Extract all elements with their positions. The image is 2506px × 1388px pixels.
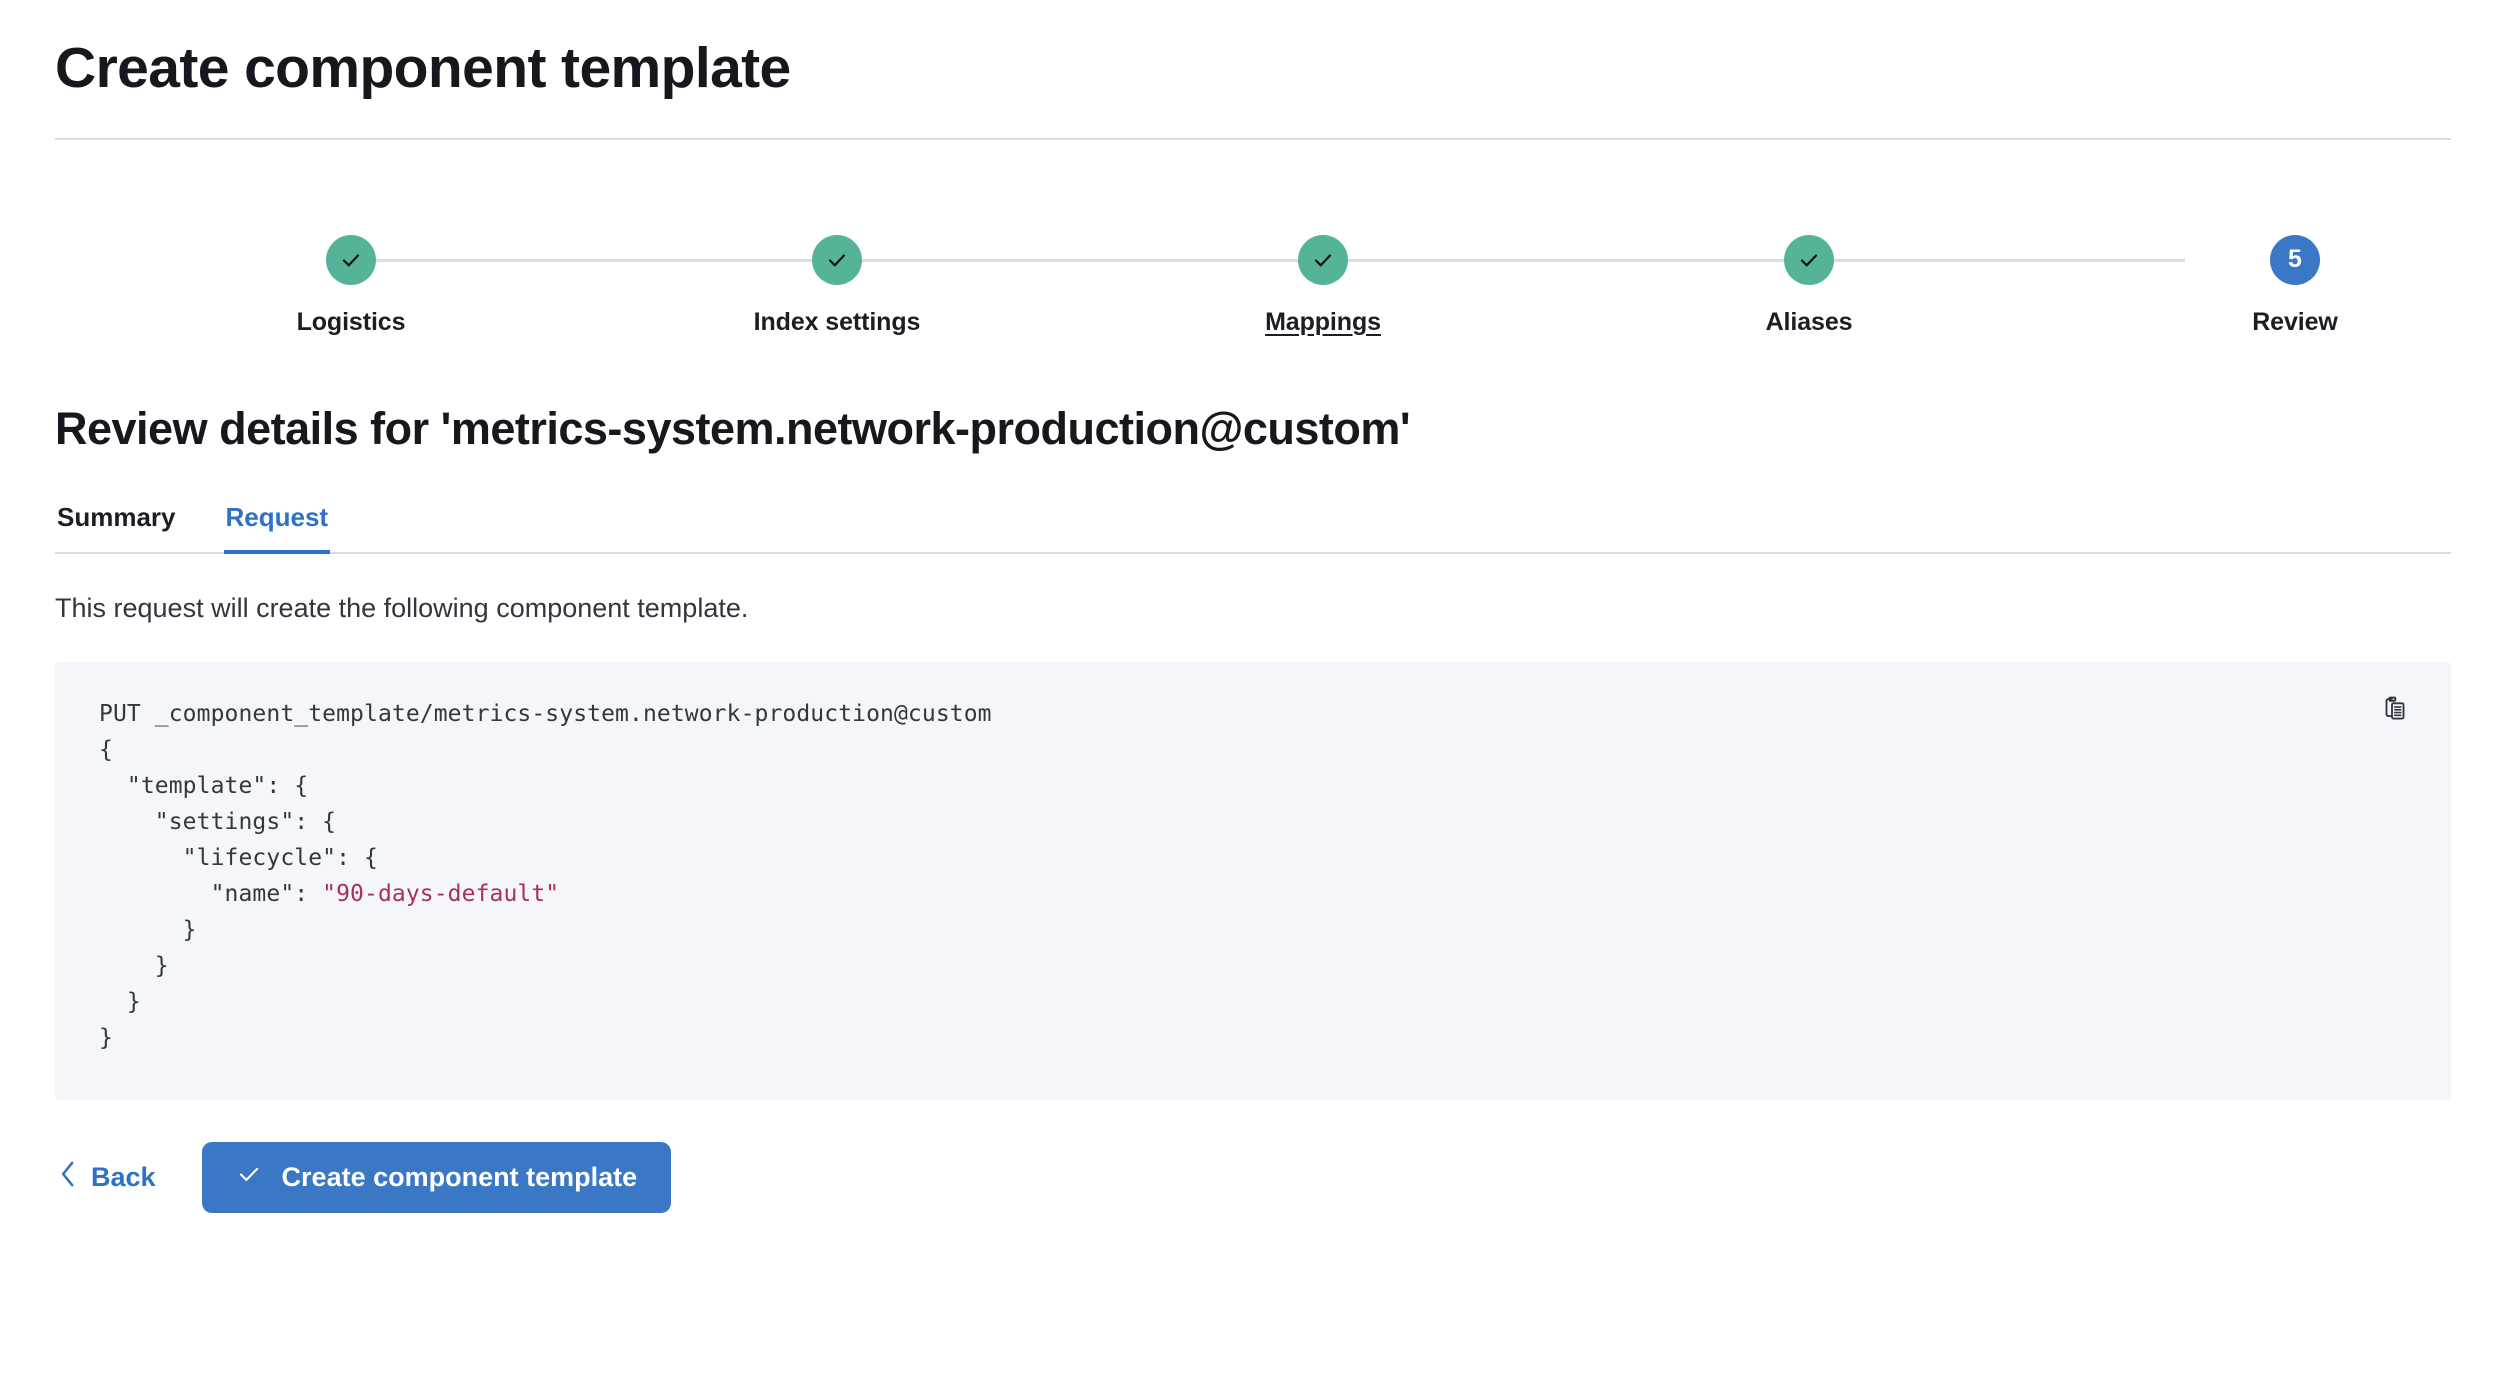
step-number: 5 bbox=[2288, 245, 2302, 274]
back-button-label: Back bbox=[91, 1161, 156, 1192]
step-status-complete-icon bbox=[1784, 234, 1834, 285]
request-body-line: } bbox=[99, 1024, 113, 1051]
request-body-line: "template": { bbox=[99, 772, 309, 799]
request-body-line: "name": bbox=[99, 880, 323, 907]
back-button[interactable]: Back bbox=[55, 1154, 160, 1201]
step-aliases[interactable]: Aliases bbox=[1644, 214, 1974, 337]
title-divider bbox=[55, 137, 2451, 140]
request-body-line: { bbox=[99, 736, 113, 763]
step-review[interactable]: 5 Review bbox=[2130, 214, 2460, 337]
step-index-settings[interactable]: Index settings bbox=[672, 214, 1002, 337]
request-method-line: PUT _component_template/metrics-system.n… bbox=[99, 700, 992, 727]
step-label[interactable]: Review bbox=[2252, 307, 2338, 336]
request-code: PUT _component_template/metrics-system.n… bbox=[99, 696, 2411, 1056]
step-status-current-badge: 5 bbox=[2270, 234, 2320, 285]
create-component-template-button[interactable]: Create component template bbox=[201, 1141, 672, 1213]
page-title: Create component template bbox=[55, 36, 791, 100]
check-icon bbox=[236, 1161, 262, 1194]
create-component-template-button-label: Create component template bbox=[281, 1161, 638, 1192]
footer-actions: Back Create component template bbox=[55, 1141, 2451, 1213]
copy-icon[interactable] bbox=[2373, 688, 2417, 732]
tab-summary[interactable]: Summary bbox=[55, 498, 178, 552]
request-lifecycle-name-value: "90-days-default" bbox=[322, 880, 560, 907]
step-label[interactable]: Index settings bbox=[753, 307, 921, 336]
chevron-left-icon bbox=[59, 1160, 77, 1195]
step-status-complete-icon bbox=[812, 234, 862, 285]
step-indicator: Logistics Index settings Mappings bbox=[55, 214, 2451, 337]
request-body-line: "settings": { bbox=[99, 808, 337, 835]
step-connector-line bbox=[351, 258, 2185, 262]
request-body-line: } bbox=[99, 916, 197, 943]
step-status-complete-icon bbox=[326, 234, 376, 285]
request-body-line: "lifecycle": { bbox=[99, 844, 378, 871]
step-logistics[interactable]: Logistics bbox=[186, 214, 516, 337]
step-label[interactable]: Mappings bbox=[1265, 307, 1381, 336]
tab-request[interactable]: Request bbox=[223, 498, 331, 554]
step-status-complete-icon bbox=[1298, 234, 1348, 285]
review-tabs: Summary Request bbox=[55, 498, 2451, 554]
step-mappings[interactable]: Mappings bbox=[1158, 214, 1488, 337]
request-body-line: } bbox=[99, 952, 169, 979]
request-body-line: } bbox=[99, 988, 141, 1015]
request-code-block: PUT _component_template/metrics-system.n… bbox=[55, 661, 2451, 1100]
review-heading: Review details for 'metrics-system.netwo… bbox=[55, 402, 1411, 454]
step-label[interactable]: Aliases bbox=[1765, 307, 1853, 336]
request-description: This request will create the following c… bbox=[55, 592, 749, 623]
step-label[interactable]: Logistics bbox=[296, 307, 406, 336]
